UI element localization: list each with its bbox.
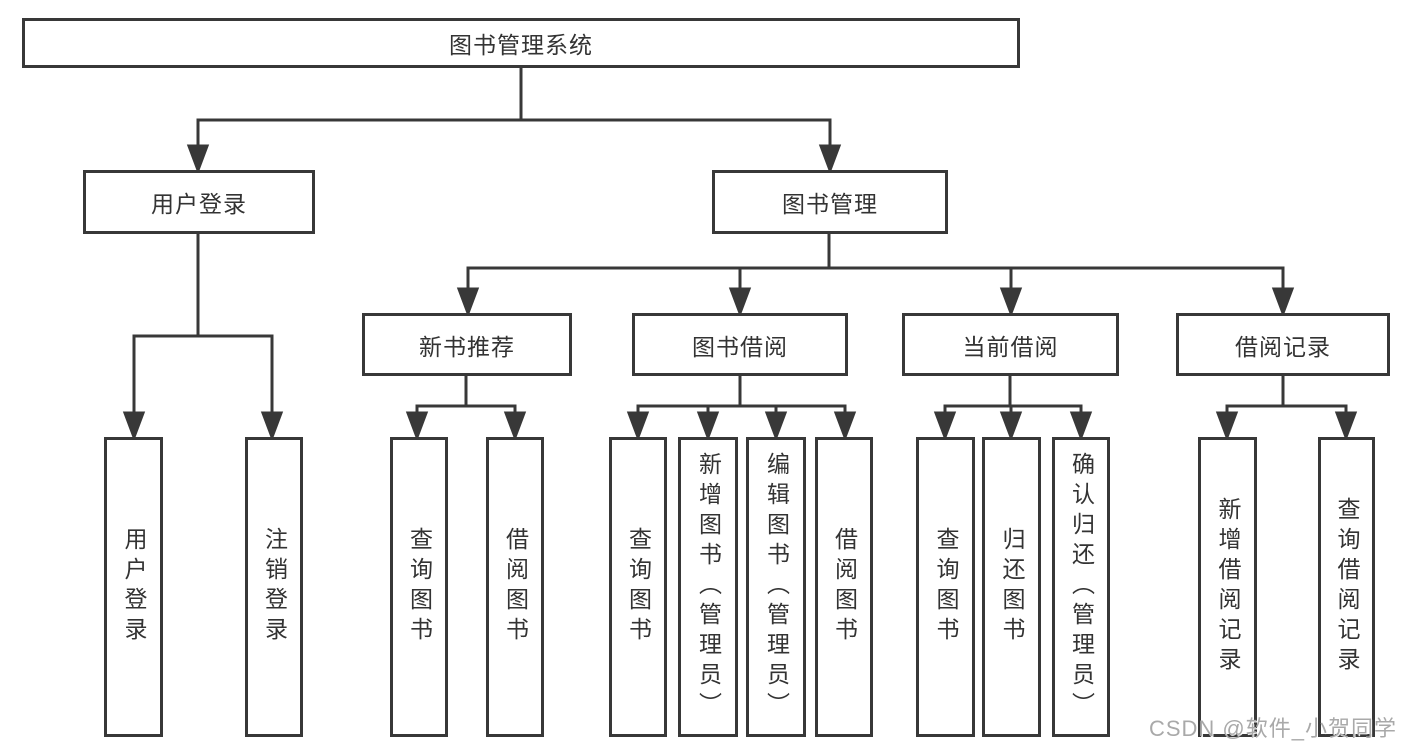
leaf-return-book: 归还图书 xyxy=(982,437,1041,737)
leaf-query-book-1: 查询图书 xyxy=(390,437,448,737)
arrowhead-icon xyxy=(818,144,842,175)
csdn-watermark: CSDN @软件_小贺同学 xyxy=(1148,716,1397,741)
connector-user-login-to-leaves xyxy=(122,234,284,442)
arrowhead-icon xyxy=(933,411,957,442)
leaf-query-book-3-label: 查询图书 xyxy=(933,527,959,647)
arrowhead-icon xyxy=(186,144,210,175)
node-book-management-label: 图书管理 xyxy=(782,191,878,217)
leaf-query-borrow-record-label: 查询借阅记录 xyxy=(1334,497,1360,677)
node-current-borrow: 当前借阅 xyxy=(902,313,1119,376)
node-current-borrow-label: 当前借阅 xyxy=(962,333,1059,360)
leaf-query-book-1-label: 查询图书 xyxy=(406,527,433,647)
arrowhead-icon xyxy=(1069,411,1093,442)
leaf-query-book-2: 查询图书 xyxy=(609,437,667,737)
node-borrow-records: 借阅记录 xyxy=(1176,313,1390,376)
connector-new-book-recommend-to-leaves xyxy=(405,376,527,442)
leaf-logout: 注销登录 xyxy=(245,437,303,737)
node-book-borrow: 图书借阅 xyxy=(632,313,848,376)
leaf-add-book-admin: 新增图书（管理员） xyxy=(678,437,738,737)
arrowhead-icon xyxy=(1215,411,1239,442)
node-new-book-recommend: 新书推荐 xyxy=(362,313,572,376)
arrowhead-icon xyxy=(833,411,857,442)
leaf-edit-book-admin: 编辑图书（管理员） xyxy=(746,437,806,737)
node-borrow-records-label: 借阅记录 xyxy=(1235,333,1331,360)
node-root: 图书管理系统 xyxy=(22,18,1020,68)
leaf-add-book-admin-label: 新增图书（管理员） xyxy=(695,452,722,722)
arrowhead-icon xyxy=(456,287,480,318)
leaf-add-borrow-record: 新增借阅记录 xyxy=(1198,437,1257,737)
arrowhead-icon xyxy=(999,411,1023,442)
leaf-borrow-book-2-label: 借阅图书 xyxy=(831,527,858,647)
arrowhead-icon xyxy=(122,411,146,442)
leaf-query-borrow-record: 查询借阅记录 xyxy=(1318,437,1375,737)
node-new-book-recommend-label: 新书推荐 xyxy=(419,333,515,360)
leaf-return-book-label: 归还图书 xyxy=(999,527,1025,647)
leaf-logout-label: 注销登录 xyxy=(261,527,288,647)
leaf-edit-book-admin-label: 编辑图书（管理员） xyxy=(763,452,790,722)
leaf-user-login-label: 用户登录 xyxy=(121,527,147,647)
arrowhead-icon xyxy=(405,411,429,442)
arrowhead-icon xyxy=(1271,287,1295,318)
connector-book-borrow-to-leaves xyxy=(626,376,857,442)
leaf-query-book-3: 查询图书 xyxy=(916,437,975,737)
leaf-confirm-return-admin: 确认归还（管理员） xyxy=(1052,437,1110,737)
leaf-add-borrow-record-label: 新增借阅记录 xyxy=(1215,497,1241,677)
node-user-login: 用户登录 xyxy=(83,170,315,234)
arrowhead-icon xyxy=(1334,411,1358,442)
leaf-borrow-book-2: 借阅图书 xyxy=(815,437,873,737)
node-root-label: 图书管理系统 xyxy=(449,32,593,58)
connector-root-to-level2 xyxy=(186,68,842,175)
leaf-user-login: 用户登录 xyxy=(104,437,163,737)
arrowhead-icon xyxy=(999,287,1023,318)
connector-borrow-records-to-leaves xyxy=(1215,376,1358,442)
arrowhead-icon xyxy=(626,411,650,442)
connector-book-management-to-level3 xyxy=(456,234,1295,318)
node-book-management: 图书管理 xyxy=(712,170,948,234)
leaf-query-book-2-label: 查询图书 xyxy=(625,527,652,647)
arrowhead-icon xyxy=(696,411,720,442)
leaf-borrow-book-1-label: 借阅图书 xyxy=(502,527,529,647)
node-user-login-label: 用户登录 xyxy=(151,191,247,217)
arrowhead-icon xyxy=(728,287,752,318)
connector-current-borrow-to-leaves xyxy=(933,376,1093,442)
arrowhead-icon xyxy=(503,411,527,442)
leaf-confirm-return-admin-label: 确认归还（管理员） xyxy=(1068,452,1095,722)
leaf-borrow-book-1: 借阅图书 xyxy=(486,437,544,737)
arrowhead-icon xyxy=(260,411,284,442)
arrowhead-icon xyxy=(764,411,788,442)
node-book-borrow-label: 图书借阅 xyxy=(692,333,788,360)
